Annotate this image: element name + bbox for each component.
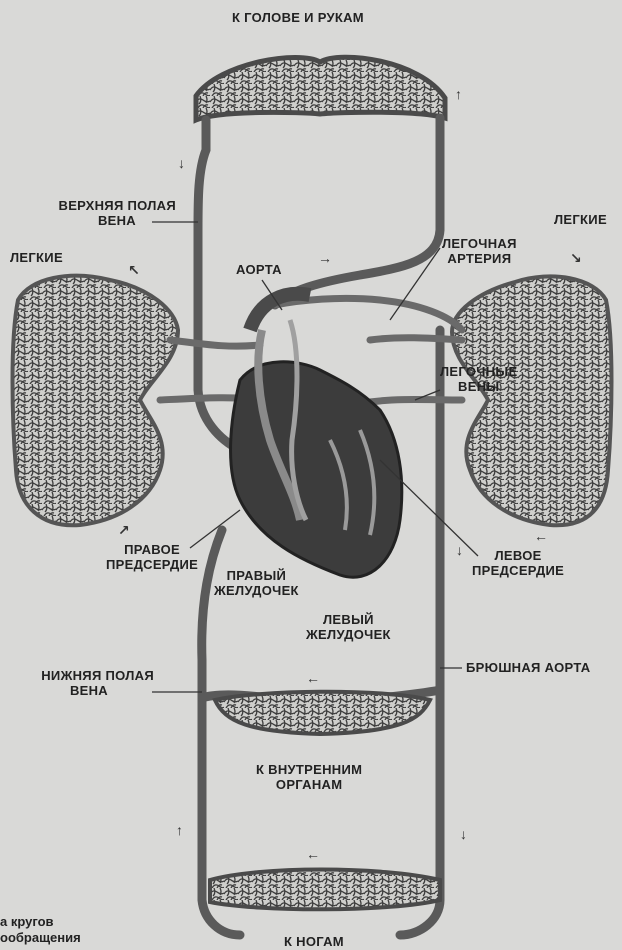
pulm-artery-line2: АРТЕРИЯ [442,251,517,266]
internal-organs-line1: К ВНУТРЕННИМ [256,762,362,777]
label-internal-organs: К ВНУТРЕННИМ ОРГАНАМ [256,762,362,792]
label-right-atrium: ПРАВОЕ ПРЕДСЕРДИЕ [106,542,198,572]
svc-line1: ВЕРХНЯЯ ПОЛАЯ [28,198,176,213]
right-atrium-line1: ПРАВОЕ [106,542,198,557]
pulm-artery-line1: ЛЕГОЧНАЯ [442,236,517,251]
label-inferior-vena-cava: НИЖНЯЯ ПОЛАЯ ВЕНА [12,668,154,698]
flow-arrow-down-right-icon: ↓ [456,542,463,558]
internal-organs-line2: ОРГАНАМ [256,777,362,792]
label-abdominal-aorta: БРЮШНАЯ АОРТА [466,660,590,675]
flow-arrow-up-legs-icon: ↑ [176,822,183,838]
flow-arrow-down-legs-icon: ↓ [460,826,467,842]
label-lungs-left: ЛЕГКИЕ [10,250,63,265]
right-ventricle-line1: ПРАВЫЙ [214,568,299,583]
flow-arrow-left-organs-icon: ← [306,670,320,686]
caption-line2: ообращения [0,930,81,946]
pulm-veins-line2: ВЕНЫ [440,379,517,394]
label-pulmonary-veins: ЛЕГОЧНЫЕ ВЕНЫ [440,364,517,394]
flow-arrow-upleft-icon: ↖ [128,262,140,279]
pulm-veins-line1: ЛЕГОЧНЫЕ [440,364,517,379]
flow-arrow-right-icon: → [318,250,332,266]
internal-organs-capillary-bed [215,692,430,734]
label-pulmonary-artery: ЛЕГОЧНАЯ АРТЕРИЯ [442,236,517,266]
left-lung [13,276,179,526]
flow-arrow-left-legs-icon: ← [306,846,320,862]
right-atrium-line2: ПРЕДСЕРДИЕ [106,557,198,572]
legs-capillary-bed [210,870,440,910]
ivc-line2: ВЕНА [12,683,154,698]
right-ventricle-line2: ЖЕЛУДОЧЕК [214,583,299,598]
label-lungs-right: ЛЕГКИЕ [554,212,607,227]
label-aorta: АОРТА [236,262,282,277]
flow-arrow-left-icon: ← [534,528,548,544]
label-left-ventricle: ЛЕВЫЙ ЖЕЛУДОЧЕК [306,612,391,642]
head-capillary-bed [196,57,445,120]
label-left-atrium: ЛЕВОЕ ПРЕДСЕРДИЕ [472,548,564,578]
right-lung [452,276,612,525]
left-atrium-line2: ПРЕДСЕРДИЕ [472,563,564,578]
figure-caption: а кругов ообращения [0,914,81,946]
ivc-line1: НИЖНЯЯ ПОЛАЯ [12,668,154,683]
flow-arrow-up-icon: ↑ [455,86,462,102]
svc-line2: ВЕНА [28,213,176,228]
label-superior-vena-cava: ВЕРХНЯЯ ПОЛАЯ ВЕНА [28,198,176,228]
flow-arrow-right-lung-icon: ↘ [570,250,582,267]
caption-line1: а кругов [0,914,81,930]
label-to-legs: К НОГАМ [284,934,344,949]
left-ventricle-line2: ЖЕЛУДОЧЕК [306,627,391,642]
flow-arrow-upright-icon: ↗ [118,522,130,539]
label-right-ventricle: ПРАВЫЙ ЖЕЛУДОЧЕК [214,568,299,598]
left-atrium-line1: ЛЕВОЕ [472,548,564,563]
label-to-head-arms: К ГОЛОВЕ И РУКАМ [232,10,364,25]
left-ventricle-line1: ЛЕВЫЙ [306,612,391,627]
flow-arrow-down-icon: ↓ [178,155,185,171]
